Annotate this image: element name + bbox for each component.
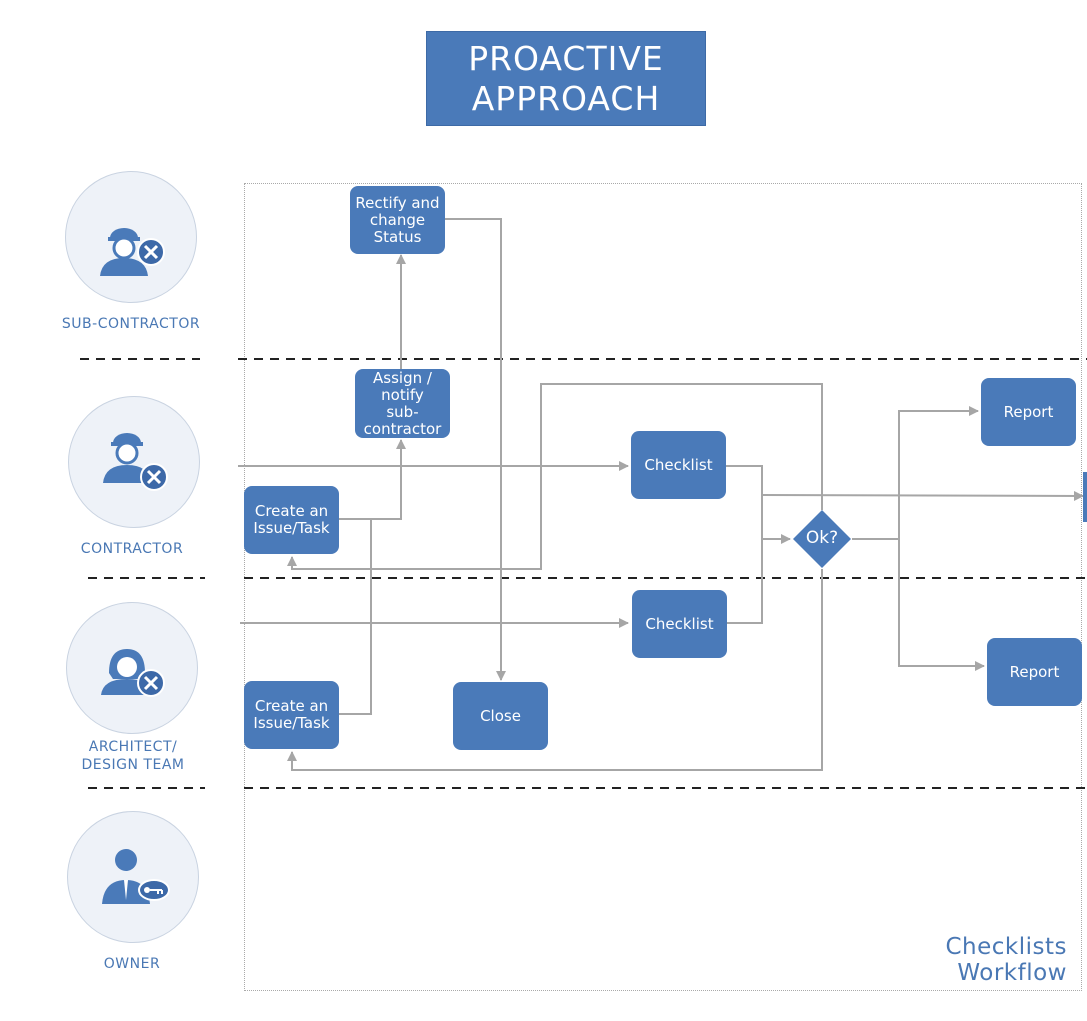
role-label-architect-line-1: ARCHITECT/ — [88, 739, 178, 755]
connector-ok-report-bottom — [898, 539, 985, 671]
hardhat-worker-tools-icon — [103, 433, 168, 491]
avatar-contractor — [68, 396, 200, 528]
decision-label: Ok? — [805, 528, 839, 548]
title-banner: PROACTIVE APPROACH — [426, 31, 706, 126]
workflow-caption: Checklists Workflow — [945, 934, 1067, 986]
node-report-top[interactable]: Report — [981, 378, 1076, 446]
lane-separators — [80, 358, 1087, 789]
businessman-key-icon — [102, 849, 170, 904]
node-assign-notify-sub-contractor[interactable]: Assign / notify sub- contractor — [355, 369, 450, 438]
node-checklist-architect[interactable]: Checklist — [632, 590, 727, 658]
node-create-issue-architect[interactable]: Create an Issue/Task — [244, 681, 339, 749]
connector-checklist-architect-ok — [727, 539, 763, 624]
node-rectify-and-change-status[interactable]: Rectify and change Status — [350, 186, 445, 254]
avatar-owner — [67, 811, 199, 943]
edge-marker — [1083, 472, 1087, 522]
avatar-architect — [66, 602, 198, 734]
workflow-frame — [244, 183, 1082, 991]
connector-checklist-contractor-ok — [726, 465, 791, 544]
connector-create-architect-assign — [339, 519, 372, 715]
node-create-issue-contractor[interactable]: Create an Issue/Task — [244, 486, 339, 554]
connector-create-assign — [339, 439, 406, 520]
role-label-contractor: CONTRACTOR — [80, 541, 184, 557]
workflow-caption-line-2: Workflow — [957, 960, 1067, 986]
decision-diamond — [793, 510, 851, 568]
woman-x-icon — [101, 649, 165, 697]
hardhat-worker-tools-icon — [100, 228, 165, 276]
connector-ok-loop-architect — [287, 569, 823, 771]
node-close[interactable]: Close — [453, 682, 548, 750]
role-label-sub-contractor: SUB-CONTRACTOR — [61, 316, 201, 332]
role-label-owner: OWNER — [103, 956, 161, 972]
connector-rectify-close — [445, 218, 506, 681]
connector-ok-report-top — [898, 406, 979, 539]
role-label-architect: ARCHITECT/ DESIGN TEAM — [40, 738, 226, 774]
connector-ok-loop-contractor — [287, 383, 823, 570]
connector-through-right — [761, 490, 1084, 501]
connectors — [238, 218, 1084, 771]
avatar-sub-contractor — [65, 171, 197, 303]
node-report-bottom[interactable]: Report — [987, 638, 1082, 706]
title-line-1: PROACTIVE — [468, 38, 664, 78]
title-line-2: APPROACH — [471, 78, 661, 118]
workflow-caption-line-1: Checklists — [945, 934, 1067, 960]
node-checklist-contractor[interactable]: Checklist — [631, 431, 726, 499]
role-label-architect-line-2: DESIGN TEAM — [81, 757, 185, 773]
